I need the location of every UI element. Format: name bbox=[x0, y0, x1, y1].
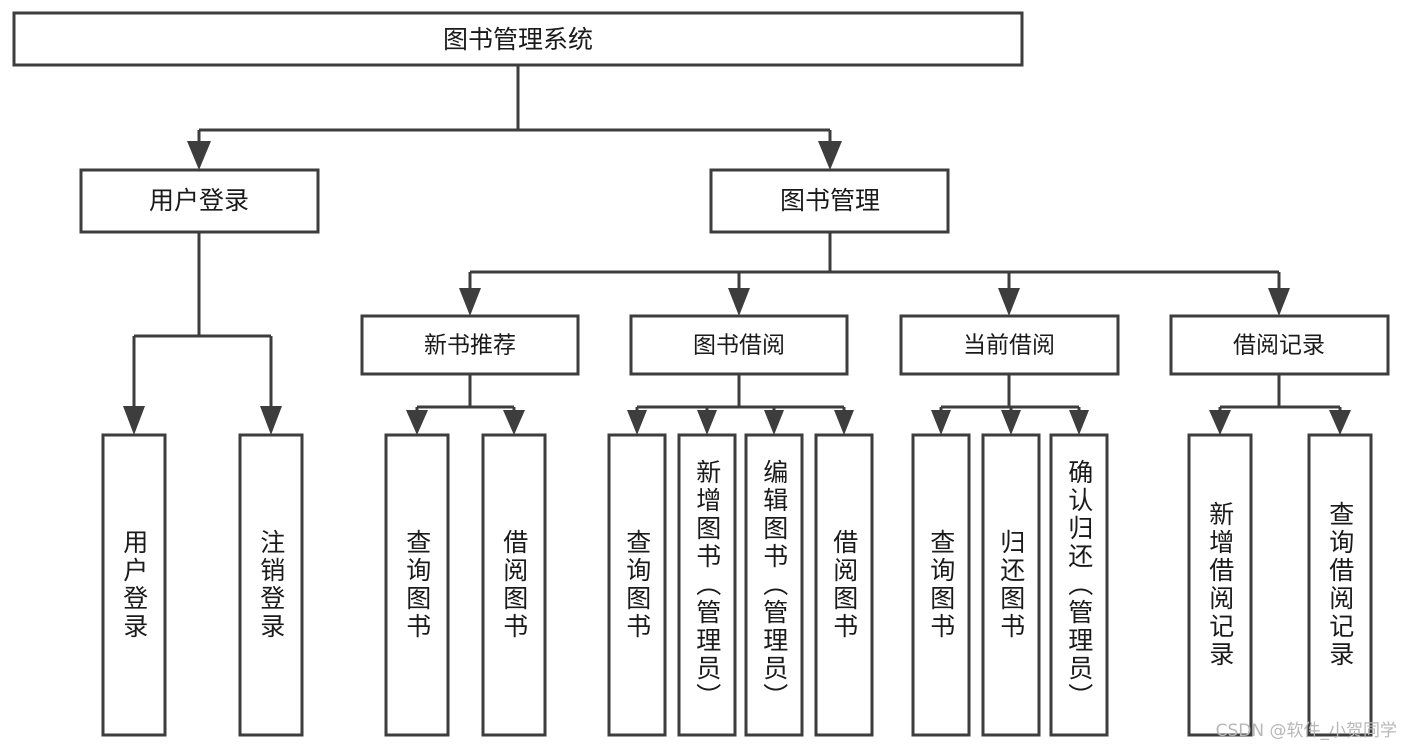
arrow-head-leaf-query-book-1 bbox=[406, 410, 428, 435]
node-current-borrow[interactable]: 当前借阅 bbox=[899, 314, 1120, 376]
arrow-head-leaf-query-record bbox=[1329, 410, 1351, 435]
leaf-borrow-book-1-box[interactable] bbox=[481, 433, 547, 737]
node-new-book-rec-label: 新书推荐 bbox=[424, 333, 516, 359]
arrow-head-leaf-confirm-return bbox=[1069, 410, 1089, 435]
node-book-borrow[interactable]: 图书借阅 bbox=[629, 314, 849, 376]
node-user-login[interactable]: 用户登录 bbox=[79, 168, 320, 234]
leaf-query-book-3-box[interactable] bbox=[911, 433, 971, 737]
arrow-head-borrow-record bbox=[1268, 288, 1290, 316]
node-user-login-label: 用户登录 bbox=[149, 186, 249, 215]
node-borrow-record-label: 借阅记录 bbox=[1233, 333, 1325, 359]
leaf-borrow-book-2-box[interactable] bbox=[814, 433, 874, 737]
leaf-confirm-return-box[interactable] bbox=[1049, 433, 1109, 737]
arrow-head-leaf-borrow-book-2 bbox=[834, 410, 854, 435]
node-book-manage[interactable]: 图书管理 bbox=[709, 168, 950, 234]
leaf-query-record-box[interactable] bbox=[1307, 433, 1373, 737]
arrow-head-leaf-user-login bbox=[123, 406, 145, 435]
arrow-head-leaf-query-book-2 bbox=[627, 410, 647, 435]
arrow-head-current-borrow bbox=[998, 288, 1020, 316]
leaf-add-record-box[interactable] bbox=[1187, 433, 1253, 737]
leaf-return-book-box[interactable] bbox=[981, 433, 1041, 737]
arrow-head-leaf-return-book bbox=[1001, 410, 1021, 435]
leaf-query-book-1-box[interactable] bbox=[384, 433, 450, 737]
arrow-head-book-borrow bbox=[728, 288, 750, 316]
arrow-head-leaf-add-record bbox=[1209, 410, 1231, 435]
arrow-head-book-manage bbox=[818, 141, 842, 170]
node-borrow-record-box[interactable] bbox=[1169, 314, 1390, 376]
node-root-label: 图书管理系统 bbox=[443, 25, 593, 54]
node-borrow-record[interactable]: 借阅记录 bbox=[1169, 314, 1390, 376]
node-new-book-rec-box[interactable] bbox=[360, 314, 580, 376]
arrow-head-new-book-rec bbox=[459, 288, 481, 316]
node-book-manage-box[interactable] bbox=[709, 168, 950, 234]
arrow-head-leaf-borrow-book-1 bbox=[503, 410, 525, 435]
node-root-box[interactable] bbox=[12, 11, 1024, 67]
connector-layer bbox=[123, 65, 1351, 435]
csdn-watermark: CSDN @软件_小贺同学 bbox=[1215, 721, 1397, 741]
arrow-head-leaf-add-book bbox=[697, 410, 717, 435]
arrow-head-leaf-logout bbox=[260, 406, 282, 435]
leaf-logout-box[interactable] bbox=[238, 433, 304, 737]
node-book-manage-label: 图书管理 bbox=[780, 186, 880, 215]
leaf-user-login-box[interactable] bbox=[101, 433, 167, 737]
leaf-query-book-2-box[interactable] bbox=[607, 433, 667, 737]
leaf-add-book-box[interactable] bbox=[677, 433, 737, 737]
arrow-head-leaf-edit-book bbox=[764, 410, 784, 435]
node-book-borrow-label: 图书借阅 bbox=[693, 333, 785, 359]
node-current-borrow-box[interactable] bbox=[899, 314, 1120, 376]
node-root[interactable]: 图书管理系统 bbox=[12, 11, 1024, 67]
arrow-head-user-login bbox=[187, 141, 211, 170]
arrow-head-leaf-query-book-3 bbox=[931, 410, 951, 435]
node-current-borrow-label: 当前借阅 bbox=[963, 333, 1055, 359]
node-new-book-rec[interactable]: 新书推荐 bbox=[360, 314, 580, 376]
node-user-login-box[interactable] bbox=[79, 168, 320, 234]
leaf-box-layer bbox=[101, 433, 1373, 737]
leaf-edit-book-box[interactable] bbox=[744, 433, 804, 737]
node-book-borrow-box[interactable] bbox=[629, 314, 849, 376]
